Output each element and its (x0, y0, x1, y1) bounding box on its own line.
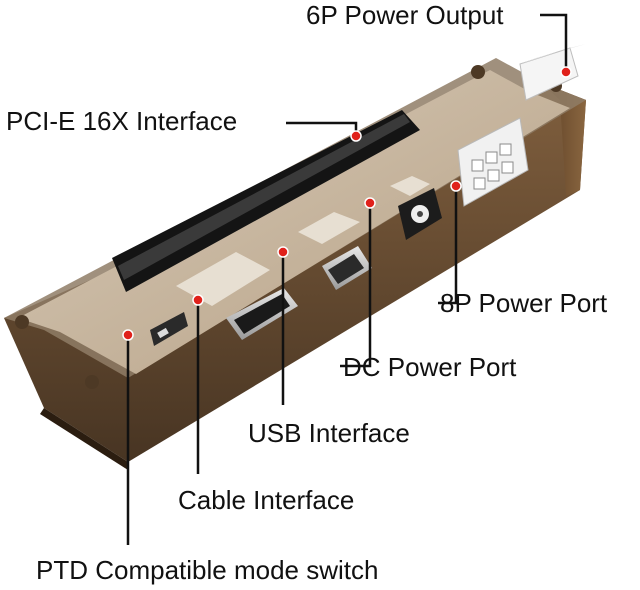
dc-jack (398, 188, 442, 240)
leader-lines (126, 13, 568, 545)
ptd-switch-body (150, 312, 188, 346)
callout-dot-dc-power-port (364, 197, 376, 209)
label-ptd-compatible-mode-switch: PTD Compatible mode switch (36, 555, 379, 585)
callout-dot-cable-interface (192, 294, 204, 306)
cable-port-opening (234, 294, 290, 334)
callout-dot-usb-interface (277, 246, 289, 258)
label-cable-interface: Cable Interface (178, 485, 355, 515)
pcb-board (18, 70, 570, 374)
chip-label-12v (390, 176, 430, 196)
board-components (176, 176, 430, 306)
leader-line-8p-power-port (438, 186, 458, 305)
ptd-switch (150, 312, 188, 346)
power-port-8p (457, 117, 529, 207)
callout-dot-8p-power-port (450, 180, 462, 192)
chip-label-data (176, 252, 270, 306)
power-output-6p (519, 44, 586, 101)
enclosure-end-face (540, 82, 586, 196)
enclosure (4, 58, 586, 470)
pcie-slot (112, 110, 420, 292)
enclosure-bottom-edge (40, 408, 128, 470)
mounting-hole (85, 375, 99, 389)
usb-port (322, 246, 372, 290)
label-usb-interface: USB Interface (248, 418, 410, 448)
pcie-slot-groove (118, 114, 410, 280)
mounting-hole (15, 315, 29, 329)
dc-jack-pin (417, 211, 423, 217)
cable-port (226, 288, 298, 340)
callout-dot-6p-power-output (560, 66, 572, 78)
usb-port-opening (328, 254, 364, 284)
mounting-hole (471, 65, 485, 79)
label-6p-power-output: 6P Power Output (306, 0, 504, 30)
label-dc-power-port: DC Power Port (343, 352, 517, 382)
callout-dot-pcie-16x (350, 130, 362, 142)
leader-line-dc-power-port (340, 203, 372, 368)
ptd-switch-lever (157, 327, 169, 339)
chip-label-usb (298, 212, 360, 244)
label-8p-power-port: 8P Power Port (440, 288, 608, 318)
leader-line-6p-power-output (540, 13, 568, 72)
callout-dots (122, 66, 572, 341)
power-port-8p-pins (471, 143, 514, 190)
callout-dot-ptd-switch (122, 329, 134, 341)
label-pcie-16x-interface: PCI-E 16X Interface (6, 106, 238, 136)
leader-line-pcie-16x (286, 121, 358, 136)
